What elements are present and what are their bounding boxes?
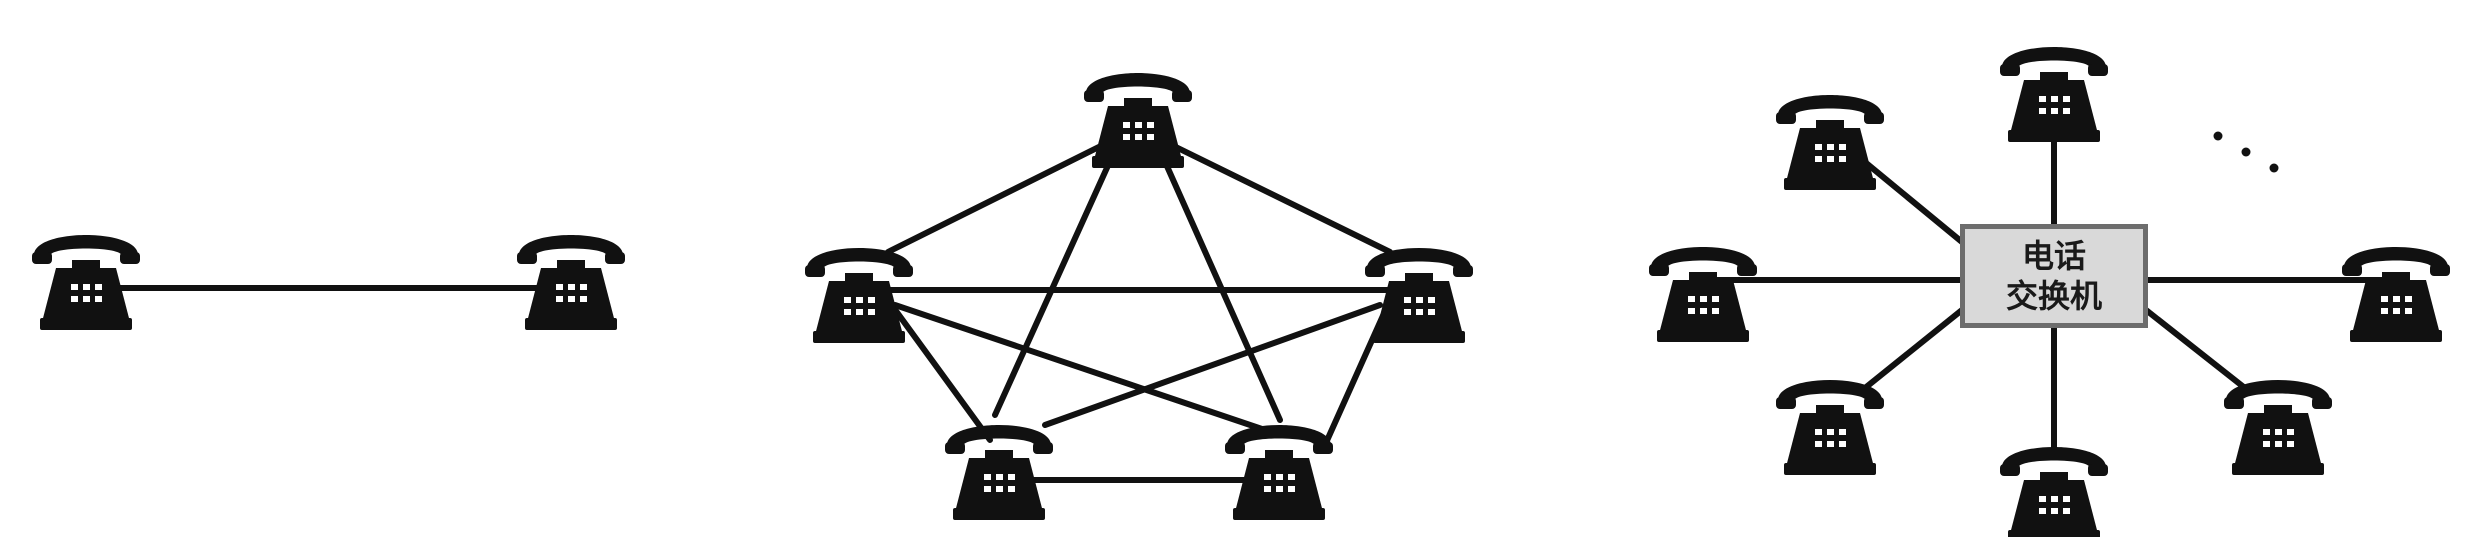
telephone-icon [517, 235, 625, 330]
telephone-icon [2224, 380, 2332, 475]
telephone-icon [1776, 95, 1884, 190]
mesh-link [885, 125, 1140, 255]
telephone-icon [32, 235, 140, 330]
telephone-icon [1225, 425, 1333, 520]
direct-connection-network [32, 235, 625, 330]
star-link [1858, 155, 1964, 245]
telephone-icon [1649, 247, 1757, 342]
telephone-icon [805, 248, 913, 343]
telephone-icon [2000, 47, 2108, 142]
switchboard-label-line2: 交换机 [2005, 277, 2102, 315]
mesh-link [1042, 302, 1383, 428]
star-link [2144, 307, 2252, 395]
mesh-link [992, 125, 1128, 418]
mesh-link [1134, 125, 1393, 255]
telephone-icon [1365, 248, 1473, 343]
telephone-icon [2000, 447, 2108, 537]
telephone-icon [1776, 380, 1884, 475]
mesh-link [885, 297, 993, 443]
mesh-link [892, 302, 1268, 433]
star-link [1858, 307, 1964, 395]
telephone-switchboard: 电话 交换机 [1960, 224, 2148, 328]
telephone-icon [945, 425, 1053, 520]
telephone-icon [2342, 247, 2450, 342]
telephone-icon [1084, 73, 1192, 168]
mesh-link [1147, 125, 1283, 423]
mesh-phones [805, 73, 1473, 520]
mesh-network [885, 125, 1393, 483]
switchboard-label-line1: 电话 [2021, 237, 2086, 275]
ellipsis-icon [2213, 131, 2279, 173]
